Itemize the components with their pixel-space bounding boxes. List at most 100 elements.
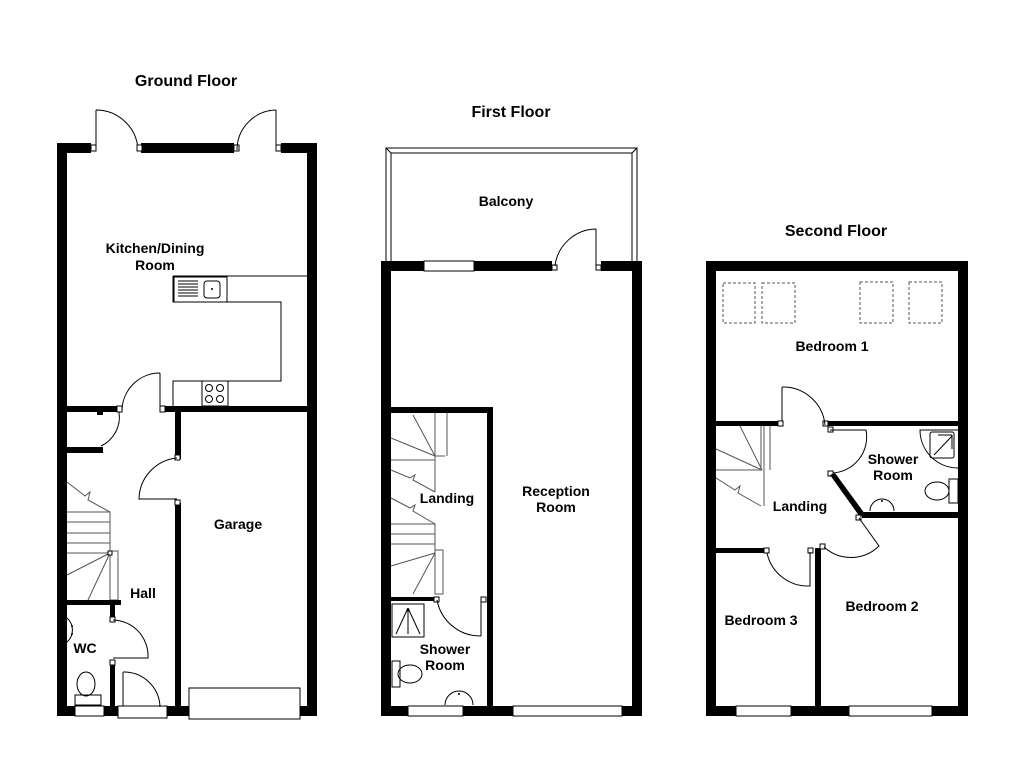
hob-icon <box>201 380 229 407</box>
room-label-balcony: Balcony <box>479 193 534 209</box>
wall <box>381 597 436 601</box>
room-label-landing: Landing <box>420 490 474 506</box>
shower-window <box>407 705 464 717</box>
cupboard-door <box>100 411 120 447</box>
balcony-door <box>554 228 597 267</box>
wall <box>828 421 968 426</box>
wall <box>141 143 234 153</box>
wall <box>300 706 317 716</box>
shower-tray-icon <box>919 429 959 469</box>
sink-icon <box>173 276 228 303</box>
wall <box>815 548 821 716</box>
wall <box>381 407 493 413</box>
second-floor-plan: Second Floor <box>706 223 968 717</box>
room-label-bedroom1: Bedroom 1 <box>795 338 868 354</box>
garage-door <box>138 457 178 500</box>
staircase <box>390 413 448 595</box>
room-label-landing: Landing <box>773 498 827 514</box>
wall <box>97 409 103 415</box>
wall <box>706 261 968 271</box>
wc-door <box>112 619 149 659</box>
kitchen-door <box>121 372 161 412</box>
bedroom3-window <box>735 705 792 717</box>
wall <box>175 503 181 716</box>
front-door <box>122 671 161 708</box>
wall <box>601 261 642 271</box>
room-label-reception: Reception <box>522 483 590 499</box>
room-label-shower: Shower <box>868 451 919 467</box>
wall <box>862 512 968 518</box>
wall <box>57 600 121 605</box>
bedroom1-door <box>781 386 826 426</box>
ground-floor-plan: Ground Floor <box>57 73 317 720</box>
shower-room-door <box>830 429 868 474</box>
room-label-shower-2: Room <box>425 657 465 673</box>
rear-door-left <box>90 109 143 152</box>
wall <box>381 706 408 716</box>
bedroom2-door <box>823 517 880 558</box>
wall <box>706 706 736 716</box>
wall <box>706 261 716 716</box>
skylight <box>761 282 796 324</box>
wall <box>381 261 424 271</box>
wall <box>281 143 317 153</box>
wall <box>474 261 552 271</box>
room-label-garage: Garage <box>214 516 262 532</box>
bedroom3-door <box>766 552 811 587</box>
rear-door-right <box>233 109 282 152</box>
wall <box>57 143 91 153</box>
wall <box>632 261 642 716</box>
wc-window <box>74 705 105 717</box>
ground-floor-title: Ground Floor <box>135 73 237 90</box>
wall <box>307 143 317 716</box>
first-floor-title: First Floor <box>471 104 550 121</box>
balcony-balustrade <box>385 147 638 261</box>
wall <box>487 600 493 716</box>
wall <box>175 412 181 459</box>
toilet-icon <box>74 671 102 706</box>
wall <box>57 143 67 716</box>
wall <box>830 473 865 517</box>
garage-door-up-and-over <box>188 687 301 720</box>
wall <box>165 406 317 412</box>
shower-tray-icon <box>391 603 425 638</box>
room-label-hall: Hall <box>130 585 156 601</box>
toilet-icon <box>924 478 959 504</box>
skylight <box>908 281 943 324</box>
skylight <box>722 282 756 324</box>
basin-icon <box>869 498 895 512</box>
reception-window <box>512 705 623 717</box>
basin-icon <box>66 617 73 643</box>
room-label-shower-2: Room <box>873 467 913 483</box>
skylight <box>859 281 894 324</box>
wall <box>57 706 75 716</box>
shower-room-door <box>436 599 482 637</box>
wall <box>57 447 103 453</box>
wall <box>958 261 968 716</box>
wall <box>706 548 764 553</box>
room-label-bedroom2: Bedroom 2 <box>845 598 918 614</box>
wall <box>487 407 493 601</box>
wall <box>97 447 103 453</box>
staircase <box>66 481 119 601</box>
room-label-shower: Shower <box>420 641 471 657</box>
wall <box>381 261 391 716</box>
toilet-icon <box>391 660 423 688</box>
wall <box>110 662 115 716</box>
second-floor-title: Second Floor <box>785 223 887 240</box>
wall <box>57 406 119 412</box>
wall <box>622 706 642 716</box>
bedroom2-window <box>848 705 933 717</box>
room-label-kitchen: Kitchen/Dining <box>106 240 205 256</box>
kitchen-worktop <box>172 275 307 406</box>
basin-icon <box>444 690 474 706</box>
room-label-kitchen-2: Room <box>135 257 175 273</box>
room-label-bedroom3: Bedroom 3 <box>724 612 797 628</box>
first-floor-plan: First Floor <box>381 104 642 717</box>
room-label-wc: WC <box>73 640 96 656</box>
wall <box>932 706 968 716</box>
staircase <box>715 425 771 507</box>
room-label-reception-2: Room <box>536 499 576 515</box>
balcony-window <box>423 260 475 272</box>
